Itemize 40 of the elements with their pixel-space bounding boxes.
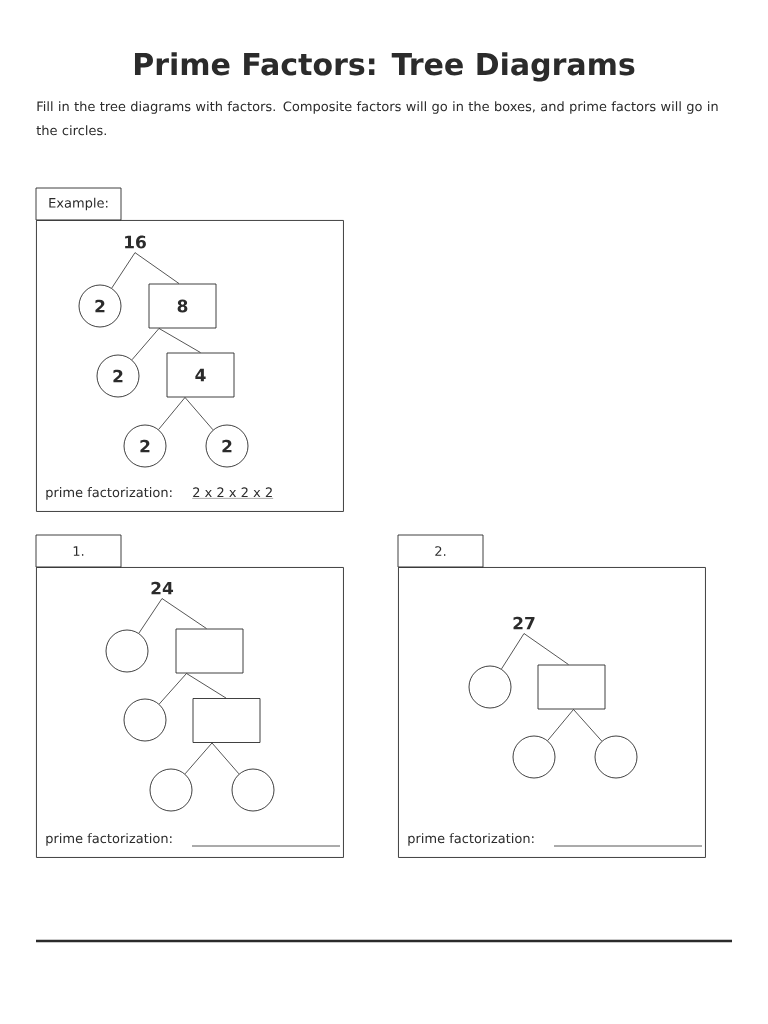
branch-line xyxy=(186,673,227,699)
factor-circle xyxy=(512,735,556,779)
branch-line xyxy=(184,742,213,775)
branch-line xyxy=(138,598,163,634)
root-number: 24 xyxy=(151,581,174,595)
branch-line xyxy=(211,742,240,775)
branch-line xyxy=(573,709,603,742)
answer-label: prime factorization: xyxy=(408,833,534,846)
branch-line xyxy=(131,328,160,361)
branch-line xyxy=(134,252,180,284)
factor-circle xyxy=(231,768,275,812)
factor-circle xyxy=(149,768,193,812)
panel-tab: 1. xyxy=(35,534,122,568)
answer-text: 2 x 2 x 2 x 2 xyxy=(192,487,274,499)
factor-circle xyxy=(123,698,167,742)
factor-circle xyxy=(594,735,638,779)
branch-line xyxy=(184,397,214,431)
answer-label: prime factorization: xyxy=(46,833,172,846)
factor-box xyxy=(175,628,244,674)
panel-tab: Example: xyxy=(35,187,122,221)
branch-line xyxy=(158,673,187,705)
branch-line xyxy=(547,709,574,741)
factor-box: 4 xyxy=(166,352,235,398)
factor-circle xyxy=(105,629,149,673)
branch-line xyxy=(523,633,569,665)
branch-line xyxy=(501,633,525,670)
branch-line xyxy=(158,397,186,430)
factor-circle xyxy=(468,665,512,709)
answer-label: prime factorization: xyxy=(46,487,172,500)
title: Prime Factors: Tree Diagrams xyxy=(135,52,635,82)
instructions: Fill in the tree diagrams with factors. Composite factors will go in the boxes, and prime factors will go in the circles. xyxy=(36,101,718,136)
factor-box xyxy=(537,664,606,710)
branch-line xyxy=(158,328,201,353)
root-number: 27 xyxy=(513,616,535,630)
factor-box xyxy=(192,698,261,743)
panel-tab: 2. xyxy=(397,534,484,568)
branch-line xyxy=(161,598,207,629)
factor-box: 8 xyxy=(148,283,217,329)
branch-line xyxy=(111,252,136,289)
root-number: 16 xyxy=(125,235,146,249)
